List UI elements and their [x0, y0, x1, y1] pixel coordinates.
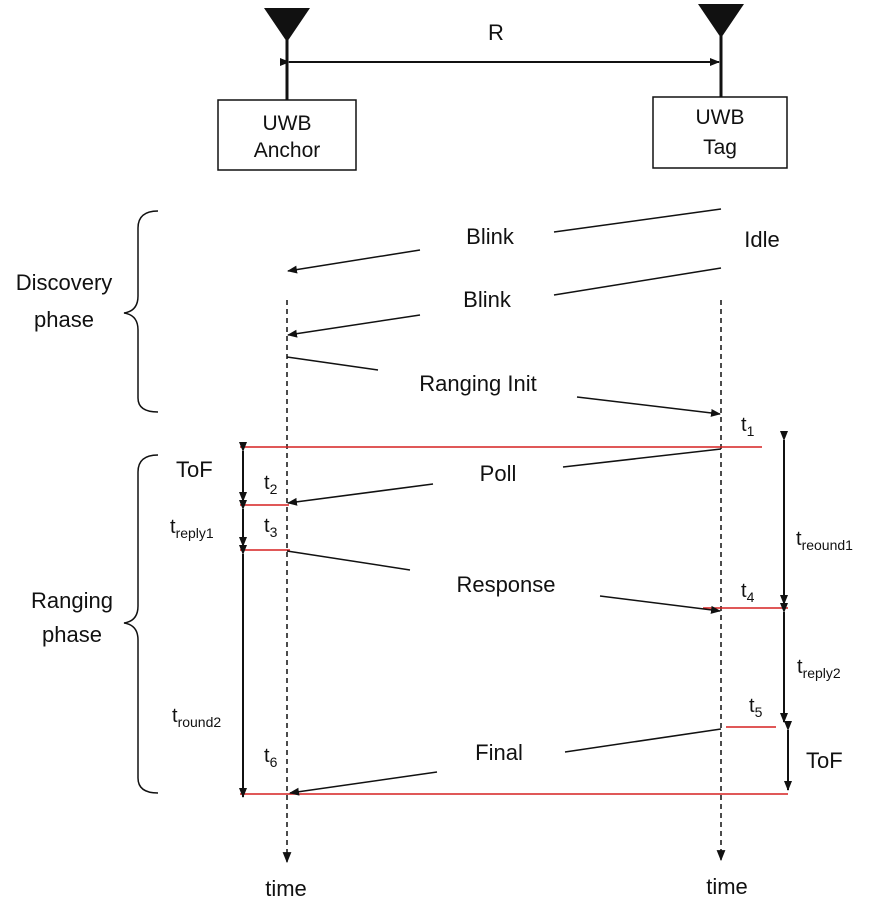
distance-label: R — [488, 20, 504, 45]
discovery-phase-label-line1: Discovery — [16, 270, 113, 295]
blink2-arrow-head — [287, 314, 421, 338]
response-label: Response — [456, 572, 555, 597]
poll-label: Poll — [480, 461, 517, 486]
response-arrow-tail — [286, 550, 411, 571]
blink2-label: Blink — [463, 287, 512, 312]
ranging-phase-brace — [123, 454, 159, 794]
t2-label: t2 — [264, 472, 278, 497]
t5-label: t5 — [749, 695, 763, 720]
t6-label: t6 — [264, 745, 278, 770]
treound1-label: treound1 — [796, 528, 853, 553]
ranging-phase-label-line2: phase — [42, 622, 102, 647]
blink1-arrow-tail — [553, 208, 722, 233]
tround2-label: tround2 — [172, 705, 221, 730]
anchor-time-label: time — [265, 876, 307, 901]
ranging-init-arrow-tail — [286, 356, 379, 371]
tag-antenna-icon — [698, 4, 744, 100]
idle-label: Idle — [744, 227, 779, 252]
final-label: Final — [475, 740, 523, 765]
tof-left-label: ToF — [176, 457, 213, 482]
poll-arrow-head — [287, 483, 434, 506]
tag-label-line2: Tag — [703, 136, 737, 159]
anchor-label-line1: UWB — [263, 112, 312, 135]
tag-label-line1: UWB — [696, 106, 745, 129]
t1-label: t1 — [741, 414, 755, 439]
discovery-phase-label-line2: phase — [34, 307, 94, 332]
blink2-arrow-tail — [553, 267, 722, 296]
treply1-label: treply1 — [170, 516, 214, 541]
anchor-box: UWB Anchor — [217, 99, 357, 171]
final-arrow-tail — [564, 728, 722, 753]
blink1-label: Blink — [466, 224, 515, 249]
treply2-label: treply2 — [797, 656, 841, 681]
ranging-phase-label-line1: Ranging — [31, 588, 113, 613]
tag-time-label: time — [706, 874, 748, 899]
anchor-label-line2: Anchor — [254, 139, 321, 162]
final-arrow-head — [289, 771, 438, 796]
blink1-arrow-head — [287, 249, 421, 274]
discovery-phase-brace — [123, 210, 159, 413]
ranging-init-arrow-head — [576, 396, 721, 417]
tof-right-label: ToF — [806, 748, 843, 773]
poll-arrow-tail — [562, 448, 722, 468]
ranging-init-label: Ranging Init — [419, 371, 536, 396]
response-arrow-head — [599, 595, 721, 614]
t4-label: t4 — [741, 580, 755, 605]
anchor-antenna-icon — [264, 8, 310, 100]
tag-box: UWB Tag — [652, 96, 788, 169]
t3-label: t3 — [264, 515, 278, 540]
